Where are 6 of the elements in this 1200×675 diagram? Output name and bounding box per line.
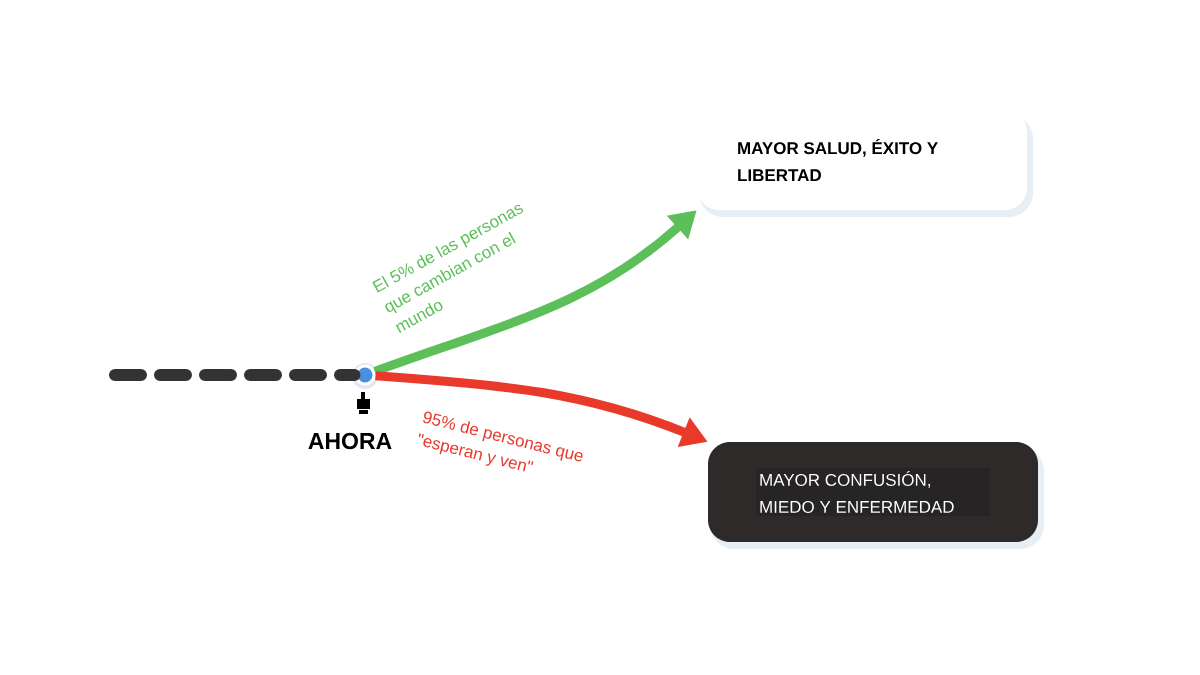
edge-label: 95% de personas que "esperan y ven" [418,411,583,472]
node-label: MAYOR SALUD, ÉXITO Y LIBERTAD [738,138,938,182]
outcome-box: MAYOR CONFUSIÓN, MIEDO Y ENFERMEDAD [708,442,1038,542]
timeline-label: AHORA [308,432,392,450]
timeline-line [109,369,361,381]
outcome-box: MAYOR SALUD, ÉXITO Y LIBERTAD [697,110,1027,210]
